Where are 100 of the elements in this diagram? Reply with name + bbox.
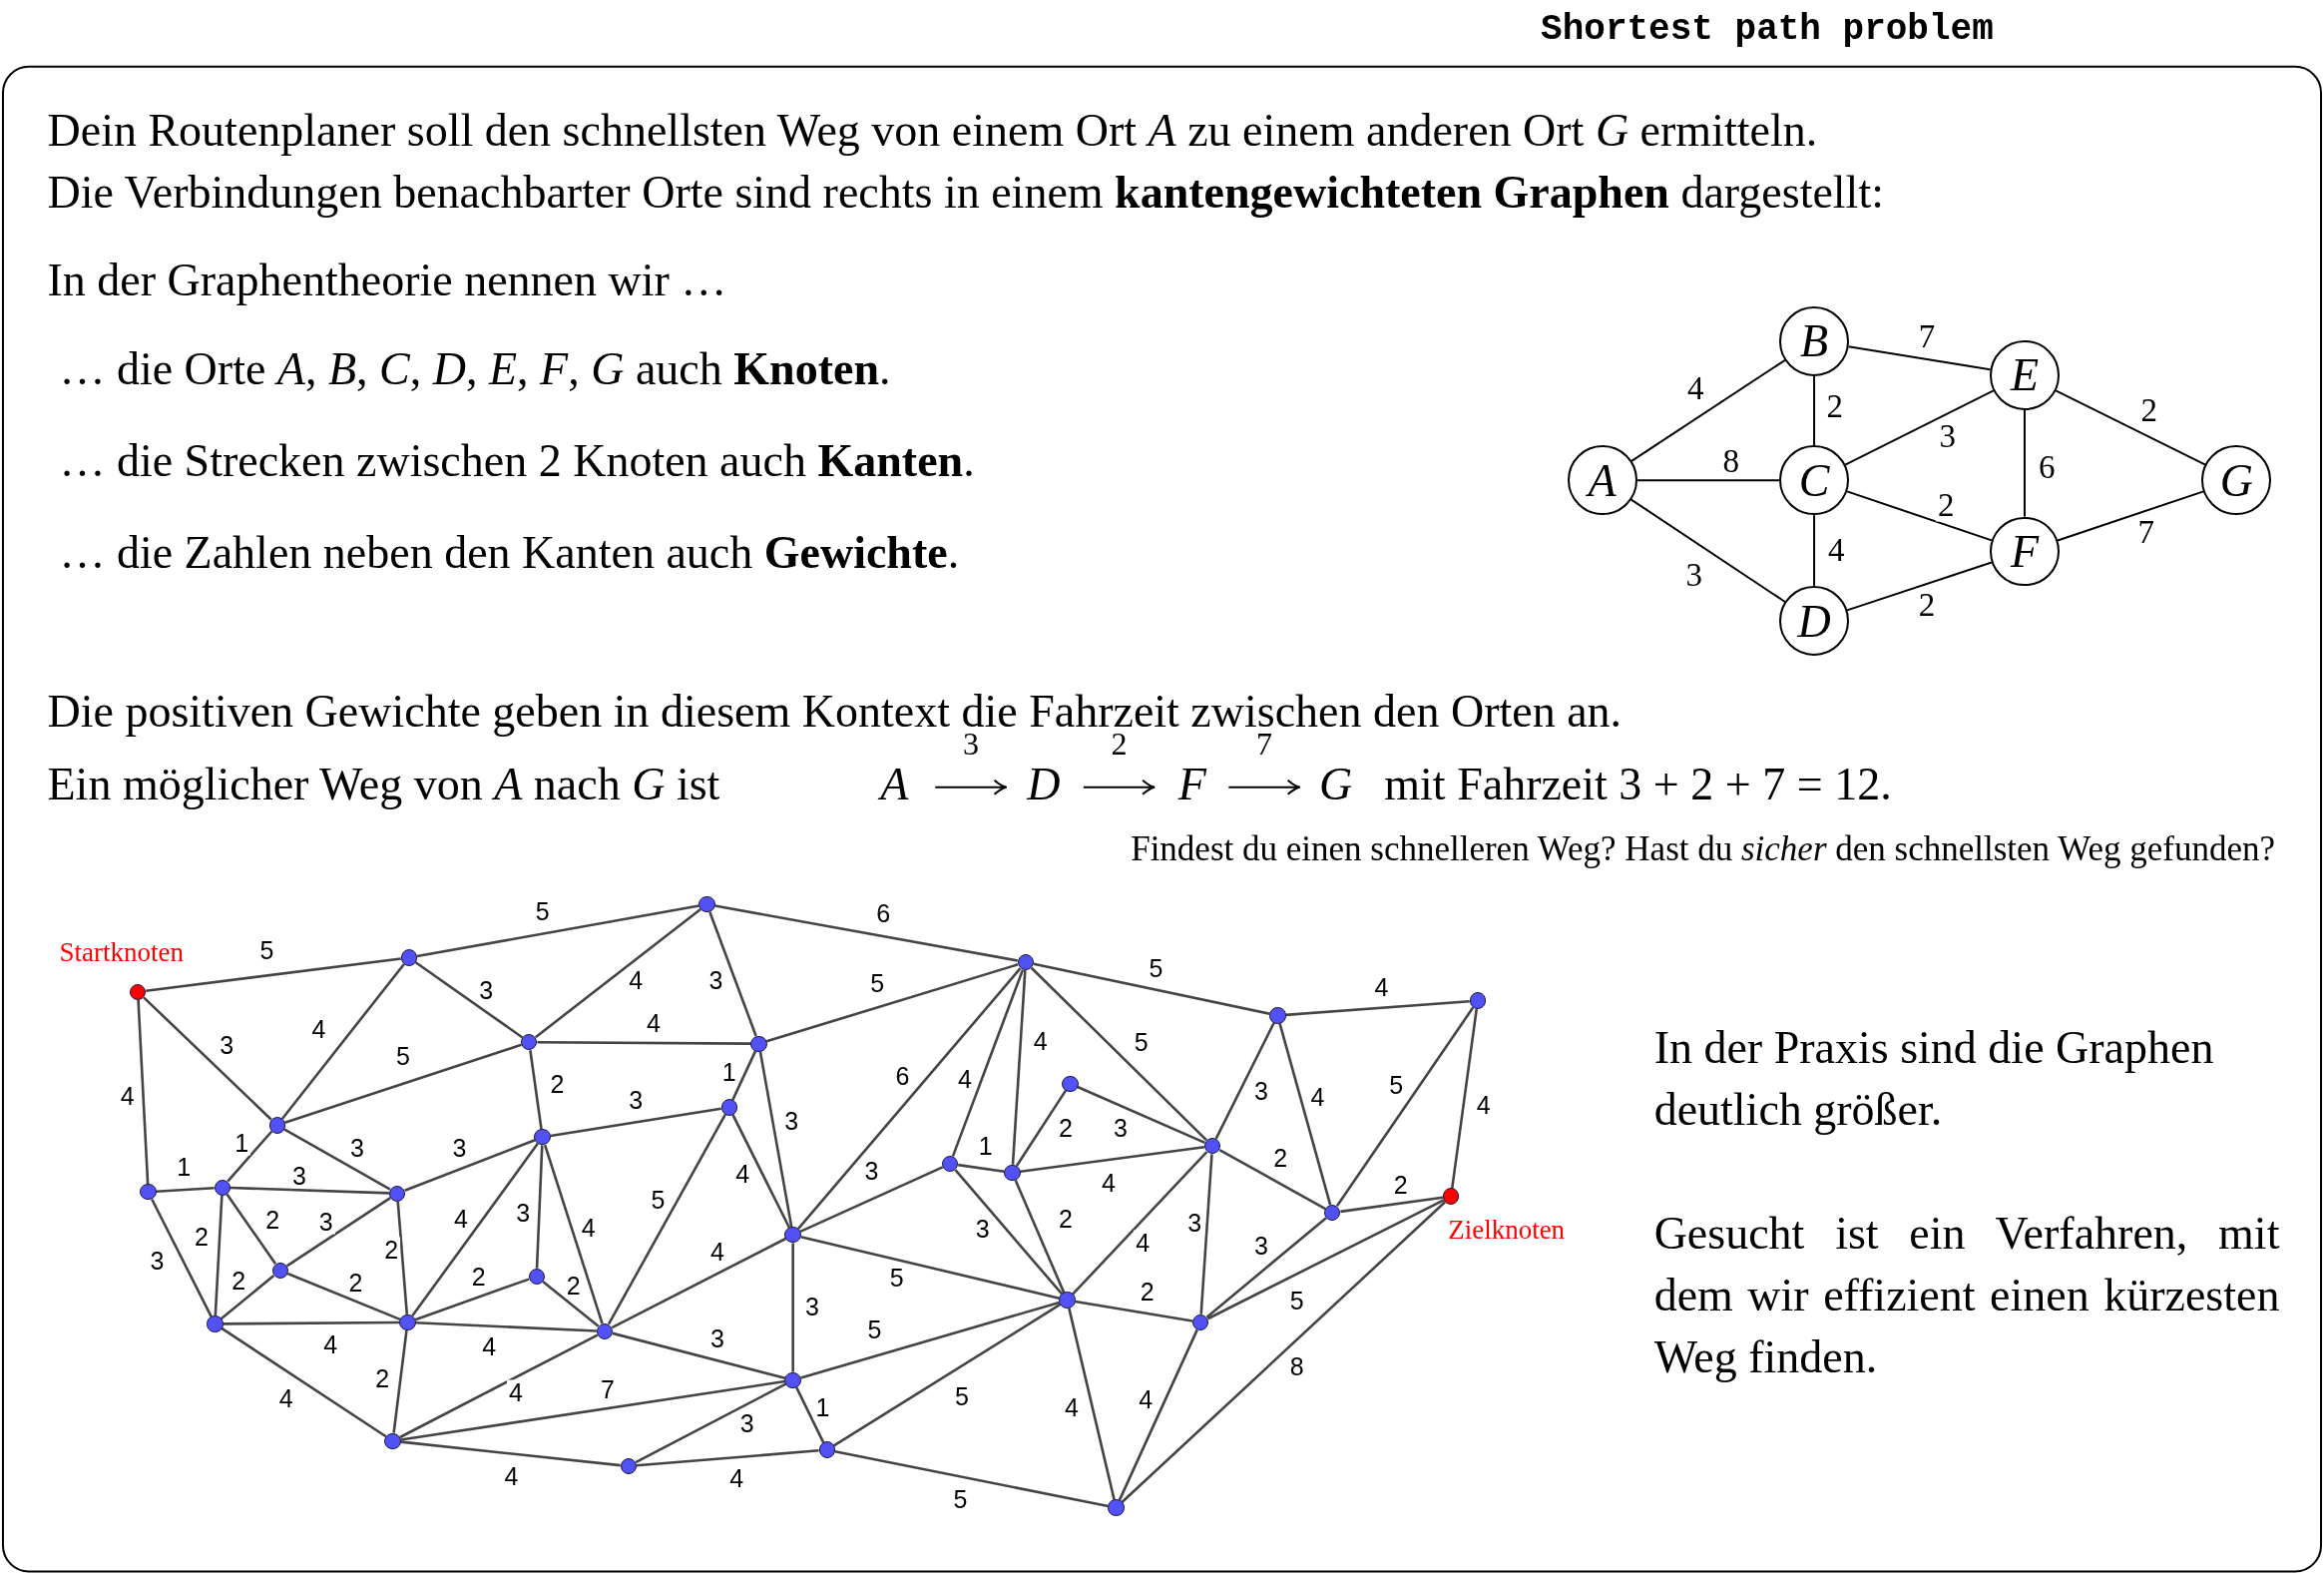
graph-edge [731,1050,757,1101]
graph-edge [1205,1217,1327,1318]
graph-edge [1278,1022,1332,1206]
graph-edge [834,1450,1109,1508]
graph-edge [227,1130,273,1183]
graph-edge [1206,1199,1445,1320]
graph-edge [800,1301,1060,1379]
graph-vertex [268,1117,285,1134]
arrow-weight: 2 [1111,728,1128,761]
graph-edge [1813,514,1816,588]
graph-edge [1020,1145,1205,1174]
graph-vertex [534,1129,551,1146]
graph-edge [534,908,701,1039]
text-line: … die Orte A, B, C, D, E, F, G auch Knoten. [59,341,891,396]
graph-edge [1847,345,1992,371]
graph-edge [396,1201,409,1314]
graph-edge [1068,1308,1116,1500]
graph-edge [156,1186,215,1193]
math-variable: D [1027,757,1061,811]
graph-edge [550,1107,721,1138]
graph-vertex [1017,953,1034,971]
graph-edge [399,1333,599,1439]
node-circle: E [1990,339,2060,410]
graph-vertex [941,1155,959,1173]
graph-vertex [1324,1204,1341,1222]
graph-vertex [521,1034,538,1051]
text-line: … die Zahlen neben den Kanten auch Gewichte. [59,526,960,580]
graph-edge [137,999,150,1185]
graph-edge [400,1440,621,1467]
graph-edge [1450,1008,1479,1189]
text-line: Die Verbindungen benachbarter Orte sind rechts in einem kantengewichteten Graphen dargestellt: [47,166,1884,221]
graph-edge [1218,1149,1326,1211]
graph-vertex [384,1432,401,1449]
graph-edge [1075,1300,1193,1322]
graph-vertex [271,1262,288,1280]
graph-edge [1340,1196,1444,1214]
graph-edge [404,1139,536,1192]
graph-edge [1030,966,1208,1142]
graph-edge [223,1320,400,1325]
graph-edge [612,1331,786,1380]
graph-edge [414,1278,530,1321]
graph-vertex [400,949,418,966]
graph-edge [708,911,757,1037]
node-circle: A [1567,445,1637,516]
node-circle: F [1990,516,2060,587]
graph-vertex [620,1457,637,1475]
graph-vertex [1442,1188,1460,1205]
graph-edge [1846,490,1993,542]
graph-edge [226,1193,277,1265]
graph-edge [1813,374,1816,447]
graph-edge [542,1280,600,1327]
graph-edge [1033,962,1270,1016]
graph-edge [958,1163,1005,1174]
node-circle: D [1779,586,1849,657]
text-line: Findest du einen schnelleren Weg? Hast du sicher den schnellsten Weg gefunden? [1131,828,2275,871]
graph-vertex [784,1227,801,1244]
graph-edge [1214,1022,1275,1140]
node-caption: Startknoten [59,937,184,969]
graph-vertex [1059,1292,1076,1309]
graph-vertex [1108,1499,1125,1516]
graph-edge [414,961,524,1039]
graph-vertex [207,1315,224,1332]
graph-edge [1844,389,1995,466]
graph-edge [529,1050,543,1130]
graph-edge [800,1235,1060,1300]
arrow-weight: 7 [1256,728,1272,761]
graph-edge [1015,1089,1068,1167]
graph-edge [411,1143,539,1317]
graph-edge [1629,498,1786,604]
text-line: mit Fahrzeit 3 + 2 + 7 = 12. [1384,757,1892,811]
graph-edge [535,1145,544,1269]
graph-edge [392,1329,408,1433]
graph-edge [833,1303,1062,1447]
graph-edge [214,1195,224,1316]
graph-edge [799,1166,944,1234]
graph-vertex [528,1268,545,1285]
graph-edge [1121,1201,1447,1503]
graph-edge [795,1386,825,1443]
graph-edge [2057,490,2205,542]
graph-edge [954,1169,1064,1296]
graph-edge [230,1186,389,1195]
graph-edge [951,969,1025,1157]
graph-edge [2023,408,2026,518]
math-variable: G [1318,757,1353,811]
graph-vertex [140,1184,157,1201]
graph-vertex [750,1035,767,1052]
graph-edge [143,996,272,1121]
graph-edge [280,963,405,1120]
graph-edge [221,1326,387,1438]
graph-vertex [1191,1313,1209,1331]
graph-edge [607,1114,726,1325]
graph-edge [1629,358,1786,463]
graph-edge [543,1144,604,1324]
graph-edge [286,1272,401,1321]
node-circle: B [1779,305,1849,376]
graph-vertex [698,895,715,913]
text-line: Gesucht ist ein Verfahren, mit dem wir effizient einen kürzesten Weg finden. [1653,1207,2280,1385]
graph-vertex [399,1313,416,1331]
text-line: … die Strecken zwischen 2 Knoten auch Kanten. [59,433,975,488]
graph-edge [537,1040,751,1045]
